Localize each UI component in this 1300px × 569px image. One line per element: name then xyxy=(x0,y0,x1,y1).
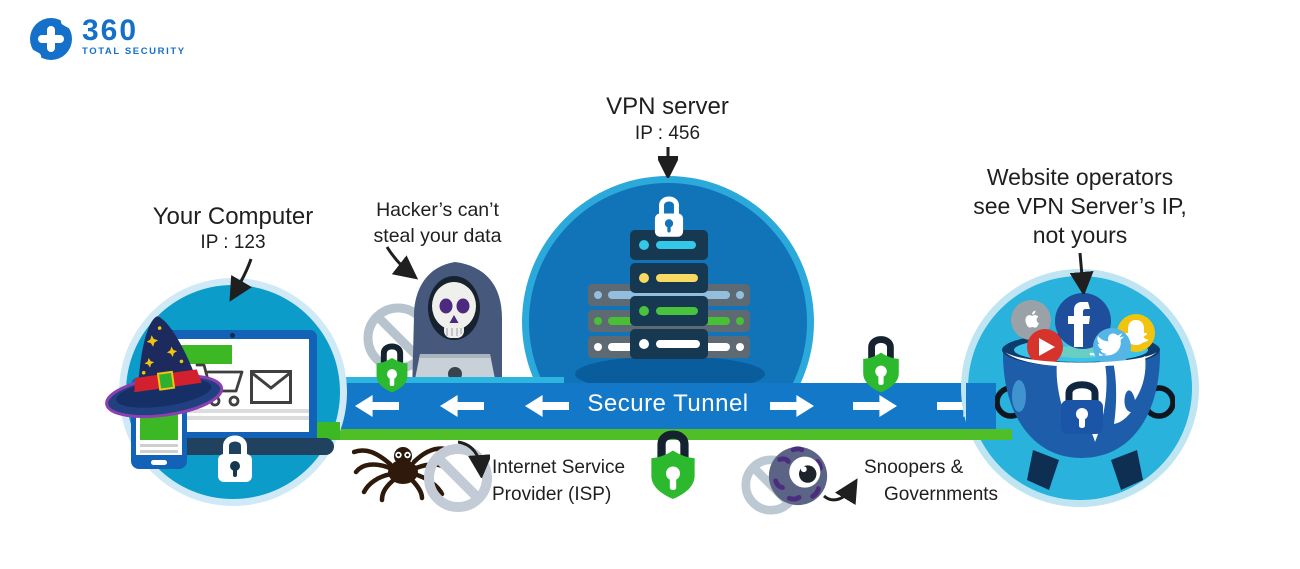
pointer-arrow-icon xyxy=(385,246,419,280)
isp-callout-line1: Internet Service xyxy=(492,457,626,478)
webcam-dot xyxy=(230,333,235,338)
website-callout-line2: see VPN Server’s IP, xyxy=(973,193,1187,219)
isp-callout: Internet Service Provider (ISP) xyxy=(492,454,625,508)
green-strip-overlap xyxy=(966,429,1012,440)
computer-ip: IP : 123 xyxy=(200,232,266,253)
brand-shield-icon xyxy=(28,16,74,62)
tunnel-top-edge xyxy=(324,377,564,386)
snoopers-callout-line1: Snoopers & xyxy=(864,457,964,478)
brand-tagline: TOTAL SECURITY xyxy=(82,46,186,57)
shield-lock-icon xyxy=(863,336,899,393)
hacker-callout-line1: Hacker’s can’t xyxy=(376,199,499,221)
spider-icon xyxy=(352,446,455,503)
tunnel-label: Secure Tunnel xyxy=(587,390,749,417)
facebook-icon xyxy=(1055,293,1111,349)
computer-title: Your Computer xyxy=(152,203,314,230)
vpn-title: VPN server xyxy=(606,93,729,120)
prohibition-icon xyxy=(424,444,492,512)
website-callout-line3: not yours xyxy=(1032,222,1128,248)
shield-lock-icon xyxy=(376,343,408,393)
pointer-arrow-icon xyxy=(457,440,490,478)
brand-logo: 360 TOTAL SECURITY xyxy=(28,16,186,62)
cauldron-icon xyxy=(995,293,1175,490)
snoopers-callout-line2: Governments xyxy=(884,484,999,505)
brand-name: 360 xyxy=(82,14,139,47)
hacker-callout: Hacker’s can’t steal your data xyxy=(350,197,525,249)
pointer-arrow-icon xyxy=(658,147,678,178)
padlock-icon xyxy=(654,196,684,237)
hacker-callout-line2: steal your data xyxy=(373,225,502,247)
eyeball-icon xyxy=(768,446,828,506)
website-callout: Website operators see VPN Server’s IP, n… xyxy=(948,163,1212,250)
envelope-icon xyxy=(250,370,292,404)
shield-lock-icon xyxy=(651,430,695,499)
wizard-hat-icon xyxy=(105,316,224,419)
padlock-icon xyxy=(1061,381,1103,434)
pointer-arrow-icon xyxy=(1070,252,1094,294)
pointer-arrow-icon xyxy=(229,258,253,302)
tunnel-overlap xyxy=(966,383,996,429)
padlock-icon xyxy=(218,435,252,482)
isp-callout-line2: Provider (ISP) xyxy=(492,484,612,505)
screen-accent xyxy=(312,422,340,440)
twitter-icon xyxy=(1093,328,1131,366)
home-button xyxy=(151,460,167,465)
youtube-icon xyxy=(1027,329,1063,365)
website-callout-line1: Website operators xyxy=(986,164,1174,190)
vpn-ip: IP : 456 xyxy=(634,123,701,144)
pointer-arrow-icon xyxy=(823,478,858,506)
